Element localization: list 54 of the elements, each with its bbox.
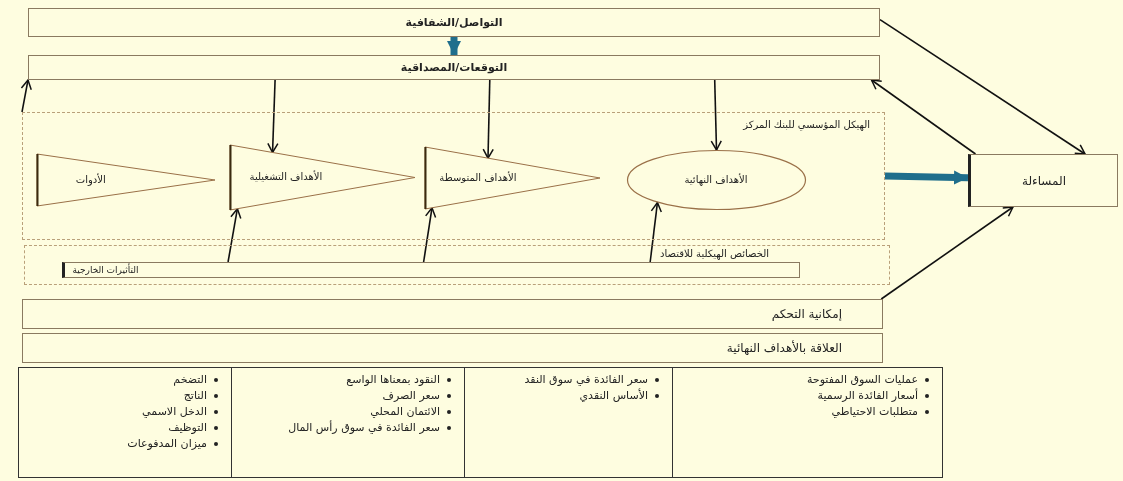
bullet-item: عمليات السوق المفتوحة <box>806 373 918 386</box>
box-label: العلاقة بالأهداف النهائية <box>726 341 842 355</box>
arrow <box>20 79 32 113</box>
process-box <box>968 154 1118 207</box>
region-title: الخصائص الهيكلية للاقتصاد <box>659 248 769 259</box>
shape-label: الأهداف النهائية <box>683 172 749 188</box>
shape-label: الأهداف المتوسطة <box>438 170 518 185</box>
bullet-item: سعر الفائدة في سوق النقد <box>524 373 648 386</box>
arrow <box>880 206 1014 300</box>
bullet-list-column <box>18 367 232 478</box>
bullet-item: ميزان المدفوعات <box>127 437 207 450</box>
bullet-item: الناتج <box>183 389 207 402</box>
bullet-item: التوظيف <box>168 421 207 434</box>
process-box <box>28 8 880 37</box>
dashed-group-region <box>22 112 885 240</box>
bullet-item: الائتمان المحلي <box>370 405 440 418</box>
bullet-item: سعر الفائدة في سوق رأس المال <box>288 421 440 434</box>
bullet-item: متطلبات الاحتياطي <box>831 405 918 418</box>
triangle-shape <box>424 146 600 209</box>
bullet-list-column <box>232 367 465 478</box>
bullet-item: التضخم <box>173 373 207 386</box>
input-bar <box>61 261 800 278</box>
bullet-item: الدخل الاسمي <box>142 405 207 418</box>
process-box <box>28 55 880 80</box>
bullet-list-column <box>673 367 943 478</box>
arrow <box>649 201 663 263</box>
dashed-group-region <box>24 245 890 285</box>
bullet-item: الأساس النقدي <box>579 389 648 402</box>
arrow <box>710 79 722 151</box>
shape-label: الأهداف التشغيلية <box>248 169 324 184</box>
region-title: الهيكل المؤسسي للبنك المركز <box>743 119 870 130</box>
arrow <box>482 79 494 159</box>
arrow <box>870 79 977 155</box>
bullet-list-column <box>465 367 673 478</box>
arrow <box>227 207 242 263</box>
triangle-shape <box>36 153 215 206</box>
box-label: التأثيرات الخارجية <box>72 264 139 275</box>
bullet-item: النقود بمعناها الواسع <box>346 373 440 386</box>
thick-arrow <box>884 170 969 185</box>
process-box <box>22 333 883 363</box>
shape-label: الأدوات <box>74 172 107 188</box>
box-label: إمكانية التحكم <box>771 307 842 321</box>
ellipse-shape <box>626 149 806 210</box>
triangle-shape <box>229 144 415 210</box>
arrow <box>267 79 279 154</box>
box-label: التواصل/الشفافية <box>405 16 503 29</box>
arrow <box>422 206 437 263</box>
box-label: التوقعات/المصداقية <box>400 61 508 74</box>
box-label: المساءلة <box>1022 173 1066 188</box>
process-box <box>22 299 883 329</box>
bullet-item: أسعار الفائدة الرسمية <box>817 389 918 402</box>
arrow <box>879 18 1086 155</box>
thick-arrow <box>447 37 461 55</box>
bullet-item: سعر الصرف <box>382 389 440 402</box>
